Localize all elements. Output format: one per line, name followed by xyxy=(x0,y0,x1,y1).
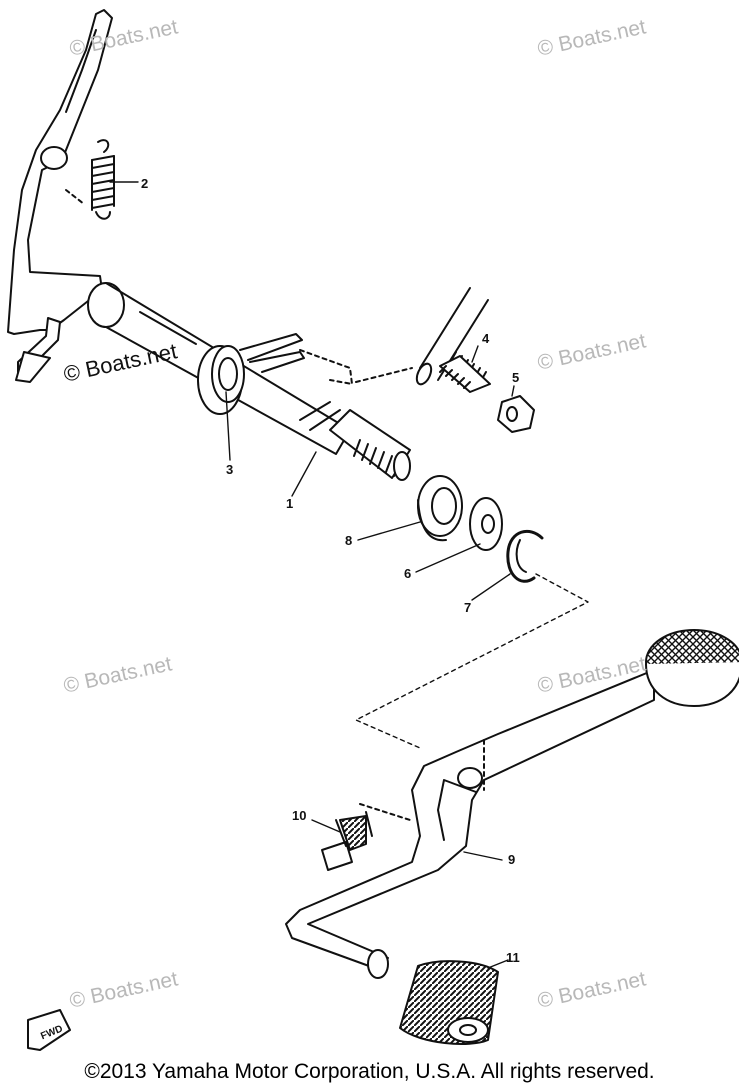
nut-part-5 xyxy=(497,395,535,433)
shift-shaft-part-1 xyxy=(87,282,411,481)
parts-diagram: 2 3 1 4 5 8 6 7 9 10 11 FWD xyxy=(7,9,739,1051)
callout-label-5: 5 xyxy=(512,370,519,385)
callout-label-10: 10 xyxy=(292,808,306,823)
callout-label-2: 2 xyxy=(141,176,148,191)
shift-pedal-part-9 xyxy=(285,629,739,979)
callout-label-8: 8 xyxy=(345,533,352,548)
return-spring-part-3 xyxy=(197,333,353,415)
bolt-part-10 xyxy=(321,811,373,871)
callout-label-9: 9 xyxy=(508,852,515,867)
washer-part-8 xyxy=(417,475,463,542)
circlip-part-7 xyxy=(355,529,589,749)
copyright-notice: ©2013 Yamaha Motor Corporation, U.S.A. A… xyxy=(84,1060,655,1083)
fwd-arrow-icon xyxy=(27,1009,71,1051)
washer-part-6 xyxy=(469,497,503,551)
callout-label-11: 11 xyxy=(506,950,520,965)
callout-label-1: 1 xyxy=(286,496,293,511)
callout-label-3: 3 xyxy=(226,462,233,477)
callout-label-7: 7 xyxy=(464,600,471,615)
bolt-part-4 xyxy=(355,287,500,393)
shift-arm xyxy=(7,9,113,383)
leader-lines xyxy=(109,181,515,969)
pedal-rubber-part-11 xyxy=(399,960,499,1045)
spring-part-2 xyxy=(65,139,115,220)
callout-label-6: 6 xyxy=(404,566,411,581)
callout-label-4: 4 xyxy=(482,331,490,346)
